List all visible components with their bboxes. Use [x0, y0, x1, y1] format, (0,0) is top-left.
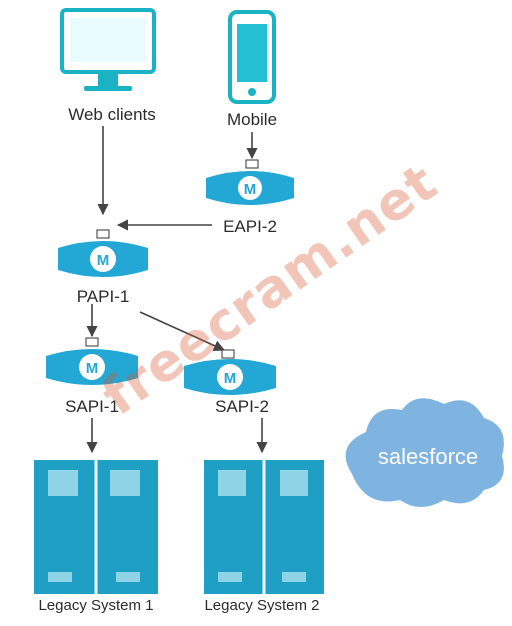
svg-text:M: M	[224, 370, 237, 387]
svg-text:M: M	[244, 181, 257, 198]
papi-1-label: PAPI-1	[77, 287, 130, 306]
sapi-2-label: SAPI-2	[215, 397, 269, 416]
phone-icon	[228, 10, 276, 104]
salesforce-label: salesforce	[378, 444, 478, 469]
server-rack-icon	[34, 460, 158, 594]
eapi-2-label: EAPI-2	[223, 217, 277, 236]
monitor-icon	[60, 8, 156, 91]
sapi-1-label: SAPI-1	[65, 397, 119, 416]
papi-1-node: M	[58, 229, 148, 277]
svg-text:M: M	[86, 360, 99, 377]
sapi-1-node: M	[46, 337, 138, 385]
arrow-papi-to-sapi2	[139, 311, 226, 351]
server-rack-icon	[204, 460, 324, 594]
legacy-system-1-label: Legacy System 1	[38, 597, 153, 614]
connectors	[86, 126, 268, 454]
eapi-2-node: M	[206, 159, 294, 205]
web-clients-label: Web clients	[68, 105, 156, 124]
cloud-icon	[345, 398, 504, 507]
svg-text:M: M	[97, 252, 110, 269]
mobile-label: Mobile	[227, 110, 277, 129]
sapi-2-node: M	[184, 349, 276, 395]
legacy-system-2-label: Legacy System 2	[204, 597, 319, 614]
